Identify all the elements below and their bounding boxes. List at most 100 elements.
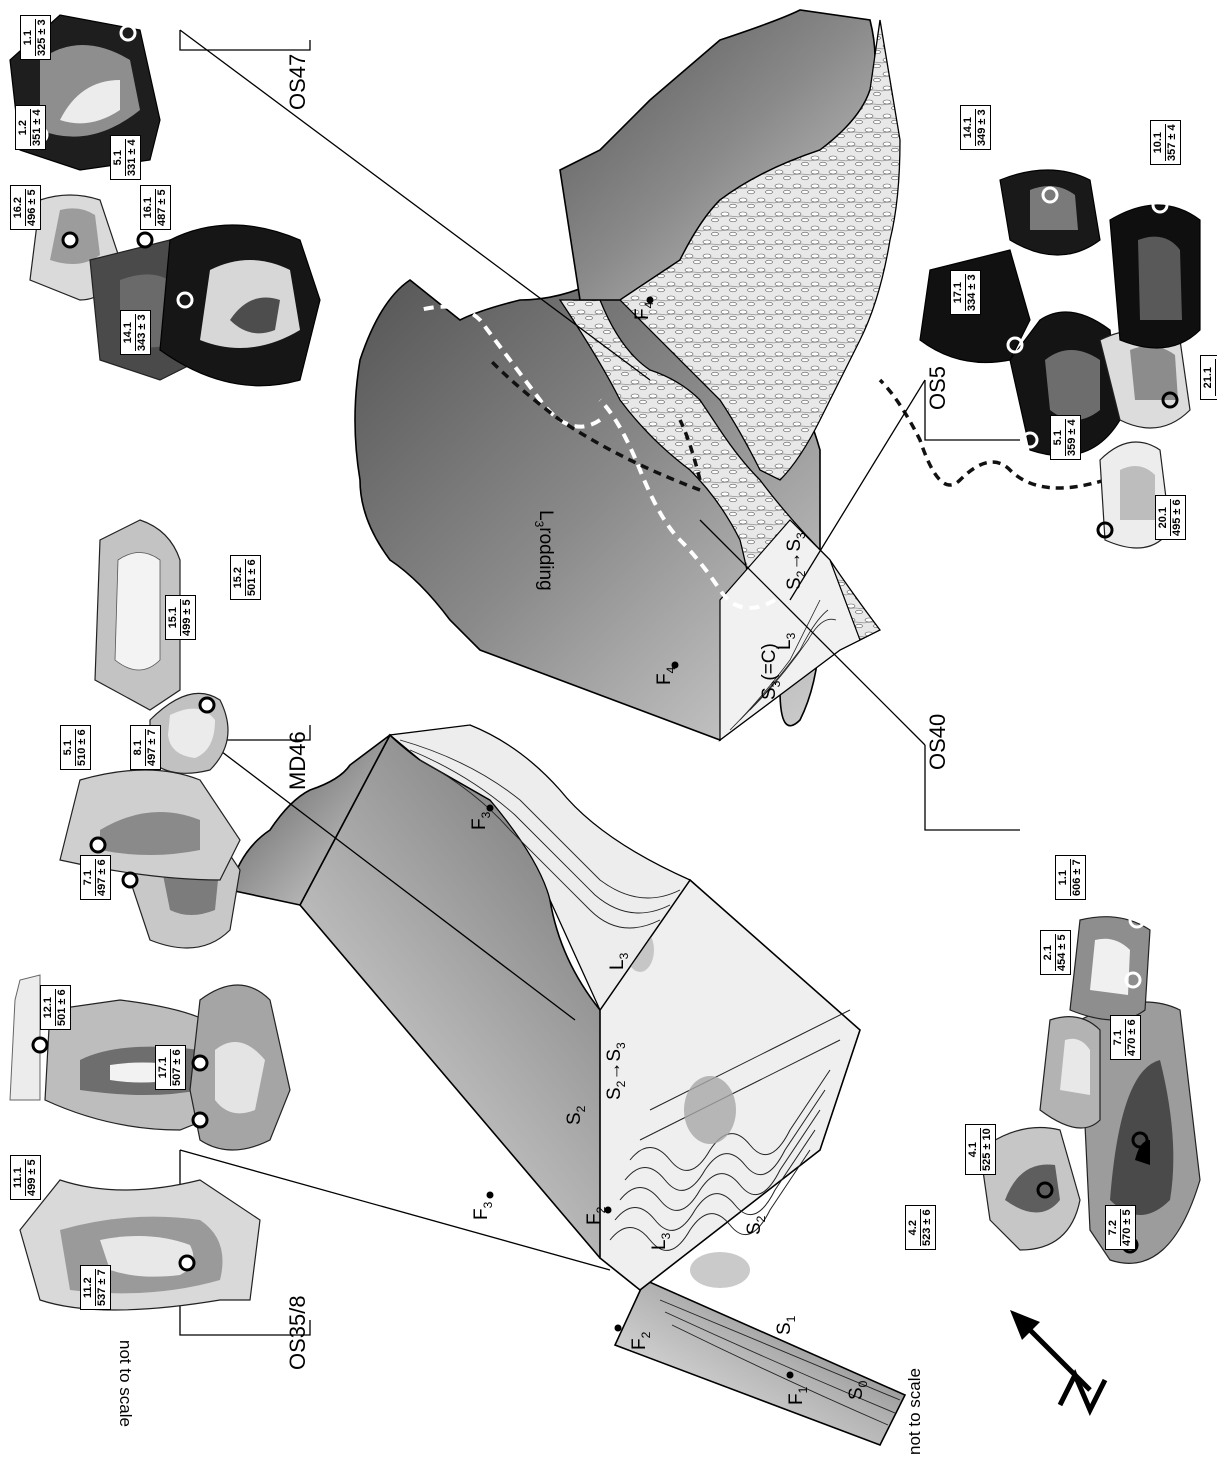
spot	[63, 233, 77, 247]
spot-id: 15.1	[167, 599, 180, 636]
zircon-grain	[1070, 917, 1150, 1020]
zircon-grain	[160, 225, 320, 386]
spot-age: 501 ± 6	[245, 559, 259, 596]
spot-age-label: 7.1470 ± 6	[1110, 1015, 1141, 1060]
spot-id: 1.1	[22, 19, 35, 56]
spot-id: 5.1	[1052, 419, 1065, 456]
spot-age: 510 ± 6	[75, 729, 89, 766]
spot-id: 17.1	[157, 1049, 170, 1086]
spot-age-label: 10.1357 ± 4	[1150, 120, 1181, 165]
spot-id: 7.1	[1112, 1019, 1125, 1056]
spot-age: 501 ± 6	[55, 989, 69, 1026]
spot	[138, 233, 152, 247]
spot-age-label: 7.2470 ± 5	[1105, 1205, 1136, 1250]
spot-age-label: 17.1334 ± 3	[950, 270, 981, 315]
spot-id: 10.1	[1152, 124, 1165, 161]
zircon-grain	[1000, 170, 1100, 255]
spot-id: 7.1	[82, 859, 95, 896]
zircon-grain	[20, 1180, 260, 1310]
spot	[193, 1056, 207, 1070]
spot-age-label: 5.1359 ± 4	[1050, 415, 1081, 460]
spot-id: 14.1	[122, 314, 135, 351]
spot-id: 17.1	[952, 274, 965, 311]
spot	[283, 173, 297, 187]
spot	[180, 1256, 194, 1270]
spot	[1053, 983, 1067, 997]
spot-id: 21.1	[1202, 359, 1215, 396]
spot	[33, 1038, 47, 1052]
spot-age: 470 ± 6	[1125, 1019, 1139, 1056]
spot-age-label: 17.1507 ± 6	[155, 1045, 186, 1090]
spot-age-label: 4.1525 ± 10	[965, 1124, 996, 1175]
spot-id: 4.1	[967, 1128, 980, 1171]
spot-id: 1.1	[1057, 859, 1070, 896]
spot-age: 499 ± 5	[180, 599, 194, 636]
spot-age: 351 ± 4	[30, 109, 44, 146]
zircon-grain	[1110, 205, 1200, 348]
spot-age: 343 ± 3	[135, 314, 149, 351]
spot-age-label: 14.1343 ± 3	[120, 310, 151, 355]
spot	[123, 873, 137, 887]
spot-id: 7.2	[1107, 1209, 1120, 1246]
zircon-grain	[1040, 1017, 1100, 1128]
spot	[91, 838, 105, 852]
spot-age-label: 1.2351 ± 4	[15, 105, 46, 150]
zircon-grain	[150, 693, 228, 773]
spot-id: 5.1	[112, 139, 125, 176]
spot-age: 357 ± 4	[1165, 124, 1179, 161]
spot-id: 11.1	[12, 1159, 25, 1196]
spot-id: 8.1	[132, 729, 145, 766]
spot-age: 325 ± 3	[35, 19, 49, 56]
spot-age: 349 ± 3	[975, 109, 989, 146]
spot-age: 470 ± 5	[1120, 1209, 1134, 1246]
spot-age: 331 ± 4	[125, 139, 139, 176]
spot-id: 4.2	[907, 1209, 920, 1246]
spot-id: 11.2	[82, 1269, 95, 1306]
spot-age-label: 12.1501 ± 6	[40, 985, 71, 1030]
spot-id: 15.2	[232, 559, 245, 596]
spot-age: 523 ± 6	[920, 1209, 934, 1246]
spot-age: 606 ± 7	[1070, 859, 1084, 896]
spot-age: 497 ± 6	[95, 859, 109, 896]
spot-age: 496 ± 5	[25, 189, 39, 226]
spot-age-label: 14.1349 ± 3	[960, 105, 991, 150]
spot-age: 495 ± 6	[1170, 499, 1184, 536]
spot-age: 507 ± 6	[170, 1049, 184, 1086]
zircon-grain	[10, 975, 40, 1100]
spot-age: 334 ± 3	[965, 274, 979, 311]
spot	[193, 1113, 207, 1127]
spot-age: 359 ± 4	[1065, 419, 1079, 456]
spot-age-label: 1.1606 ± 7	[1055, 855, 1086, 900]
spot-age: 525 ± 10	[980, 1128, 994, 1171]
spot-id: 1.2	[17, 109, 30, 146]
spot-id: 5.1	[62, 729, 75, 766]
spot-id: 14.1	[962, 109, 975, 146]
spot-id: 16.1	[142, 189, 155, 226]
spot-age: 487 ± 5	[155, 189, 169, 226]
spot	[200, 698, 214, 712]
spot-id: 20.1	[1157, 499, 1170, 536]
spot-id: 2.1	[1042, 934, 1055, 971]
spot-id: 12.1	[42, 989, 55, 1026]
spot-age-label: 16.2496 ± 5	[10, 185, 41, 230]
spot-age: 499 ± 5	[25, 1159, 39, 1196]
spot-age: 454 ± 5	[1055, 934, 1069, 971]
spot-id: 16.2	[12, 189, 25, 226]
spot-age-label: 15.2501 ± 6	[230, 555, 261, 600]
spot-age-label: 7.1497 ± 6	[80, 855, 111, 900]
spot-age: 497 ± 7	[145, 729, 159, 766]
